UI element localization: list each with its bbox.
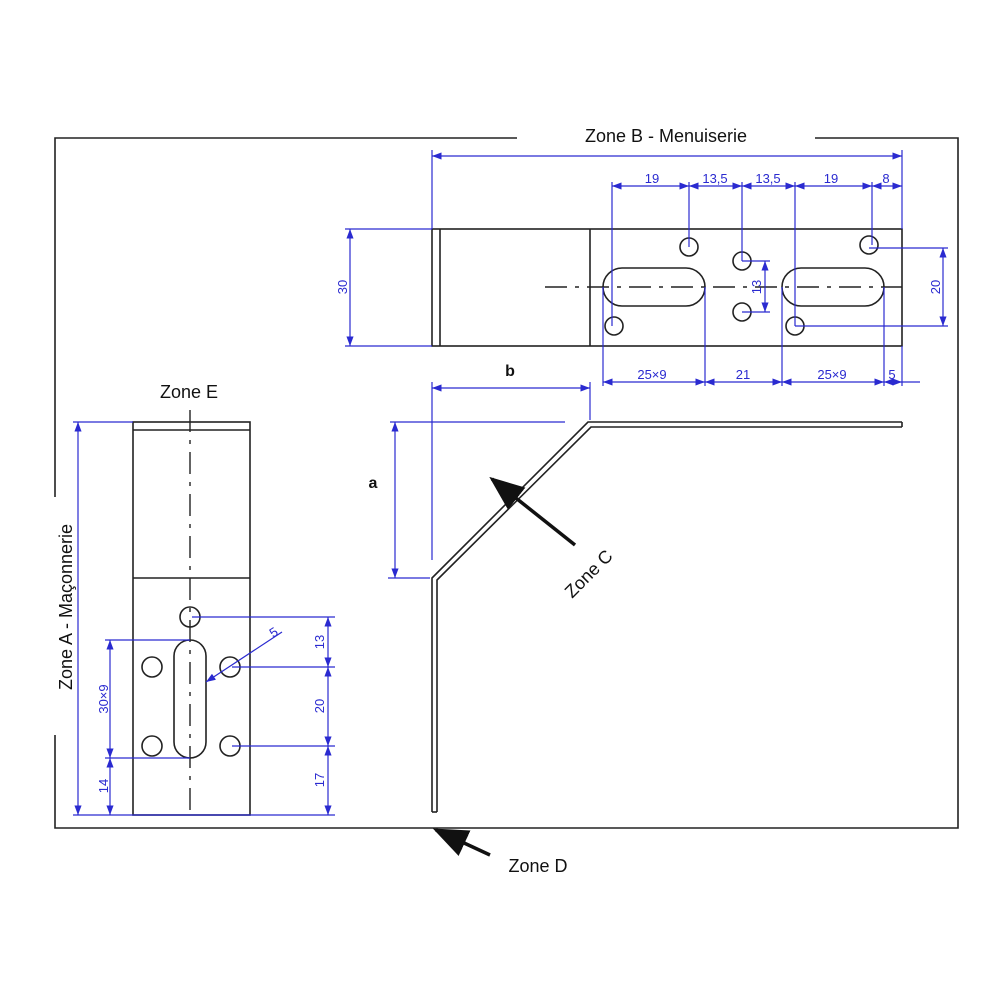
dim-bottom-3: 25×9 xyxy=(817,367,846,382)
dim-diameter: 5 xyxy=(266,624,280,641)
zone-d-arrow xyxy=(432,828,491,857)
frame xyxy=(54,137,959,829)
zone-a-label: Zone A - Maçonnerie xyxy=(56,524,76,690)
zone-e-label: Zone E xyxy=(160,382,218,402)
side-view-plate xyxy=(132,410,251,816)
top-view-plate xyxy=(431,228,903,347)
dim-top-1: 19 xyxy=(645,171,659,186)
dim-right-2: 20 xyxy=(312,699,327,713)
top-view-dimensions xyxy=(345,150,948,386)
dim-bottom-1: 25×9 xyxy=(637,367,666,382)
dim-width: 30 xyxy=(335,280,350,294)
profile-label-b: b xyxy=(505,363,515,380)
zone-d-label: Zone D xyxy=(508,856,567,876)
zone-c-label: Zone C xyxy=(561,546,617,602)
dim-bottom-4: 5 xyxy=(888,367,895,382)
dim-bottom-left: 14 xyxy=(96,779,111,793)
zone-c-arrow xyxy=(489,476,577,547)
dim-top-3: 13,5 xyxy=(755,171,780,186)
dim-slot: 30×9 xyxy=(96,684,111,713)
dim-right-1: 13 xyxy=(312,635,327,649)
side-view-dimensions xyxy=(73,421,335,816)
zone-b-label: Zone B - Menuiserie xyxy=(585,126,747,146)
dim-top-5: 8 xyxy=(882,171,889,186)
slot xyxy=(173,639,207,759)
dim-bottom-2: 21 xyxy=(736,367,750,382)
dim-right: 20 xyxy=(928,280,943,294)
dim-top-4: 19 xyxy=(824,171,838,186)
dim-right-3: 17 xyxy=(312,773,327,787)
dim-top-2: 13,5 xyxy=(702,171,727,186)
dim-holes-spacing: 13 xyxy=(749,280,764,294)
profile-label-a: a xyxy=(369,475,378,492)
bent-profile xyxy=(388,382,903,813)
